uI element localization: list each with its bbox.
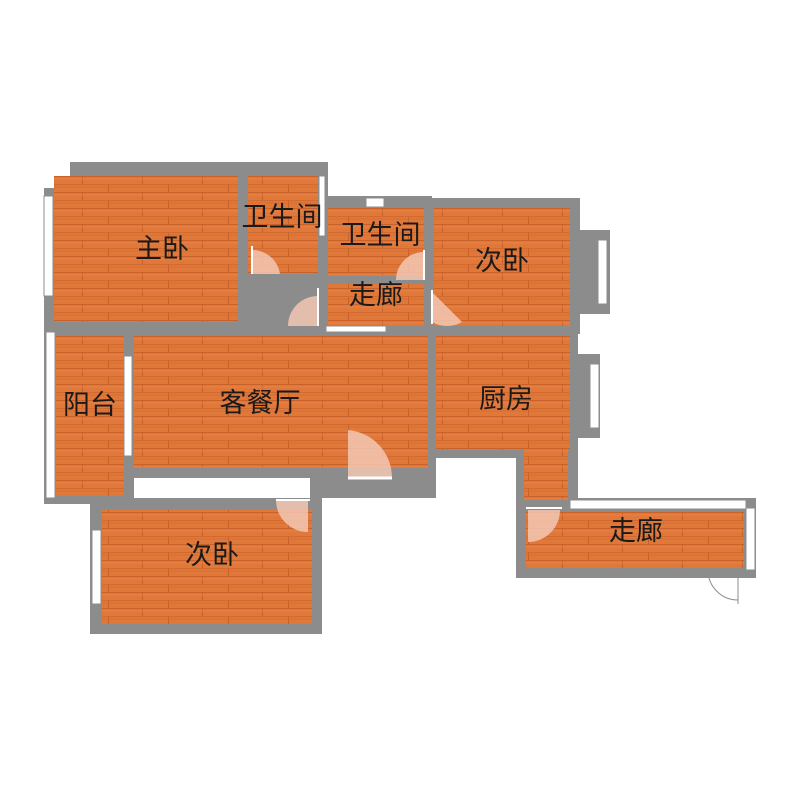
window-bathroom-2 (365, 197, 385, 208)
door-entrance (348, 430, 393, 480)
floor-bedroom-3 (102, 510, 312, 624)
door-master-bedroom (288, 288, 319, 326)
door-corridor-2 (526, 507, 562, 542)
windows (43, 175, 756, 605)
window-balcony (45, 331, 56, 499)
label-corridor-1: 走廊 (349, 280, 403, 311)
door-bathroom-1 (251, 246, 280, 274)
window-balcony-inner (123, 355, 133, 457)
window-corridor-1 (325, 325, 387, 333)
window-corridor-2-top (569, 499, 747, 510)
label-living-dining: 客餐厅 (220, 388, 301, 419)
doors (251, 246, 739, 604)
floor-kitchen-lower (524, 450, 568, 500)
label-balcony: 阳台 (63, 390, 117, 421)
floor-kitchen (436, 336, 570, 450)
door-exterior (707, 569, 739, 604)
window-master-bedroom (43, 195, 54, 297)
label-kitchen: 厨房 (479, 384, 533, 415)
window-bedroom-3 (91, 529, 102, 605)
room-labels: 主卧 卫生间 卫生间 次卧 走廊 阳台 客餐厅 厨房 次卧 走廊 (63, 202, 663, 571)
floor-balcony (56, 336, 124, 496)
floor-corridor-1 (328, 284, 424, 326)
window-bathroom-1 (318, 175, 326, 237)
label-corridor-2: 走廊 (609, 516, 663, 547)
floor-bedroom-2 (434, 208, 570, 326)
floor-master-bedroom (54, 176, 238, 322)
floor-corridor-2 (526, 512, 744, 568)
door-bathroom-2 (396, 250, 425, 280)
label-bedroom-3: 次卧 (185, 540, 239, 571)
label-master-bedroom: 主卧 (135, 234, 189, 265)
door-bedroom-2 (431, 290, 462, 327)
label-bedroom-2: 次卧 (475, 246, 529, 277)
label-bathroom-1: 卫生间 (242, 202, 323, 233)
window-corridor-2-side (745, 507, 756, 571)
window-bedroom-2 (597, 239, 608, 305)
label-bathroom-2: 卫生间 (340, 220, 421, 251)
door-bedroom-3 (276, 499, 310, 532)
floors (54, 176, 744, 624)
window-kitchen (589, 363, 600, 429)
